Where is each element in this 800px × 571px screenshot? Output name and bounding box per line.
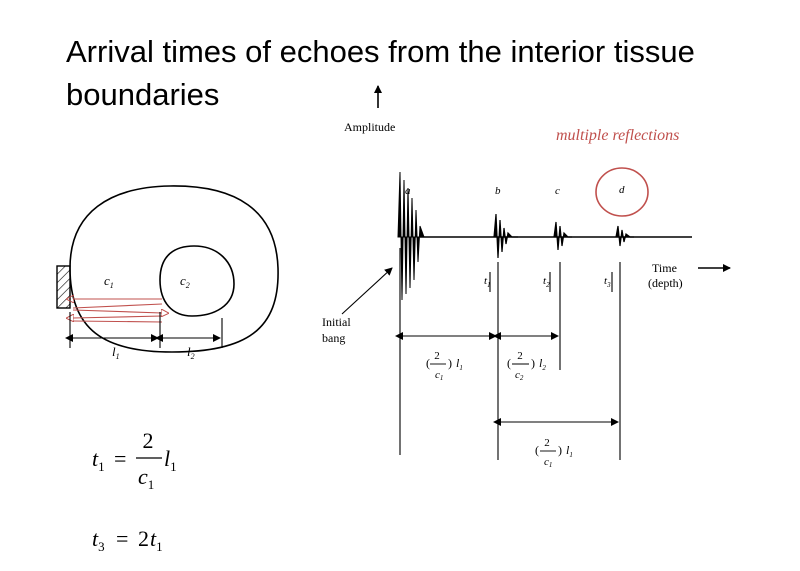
svg-text:2: 2 [138,526,149,551]
svg-text:l1: l1 [164,446,177,474]
length-dimensions [65,312,223,348]
interval-arrows [395,332,619,426]
body-outline [69,185,279,353]
svg-text:2: 2 [143,428,154,453]
inner-organ-outline [159,245,235,317]
svg-text:t1: t1 [92,446,105,474]
initial-bang-pointer [341,267,393,315]
svg-text:l1: l1 [566,443,573,459]
time-axis-sublabel: (depth) [648,276,683,290]
interval3-label: ( 2 c1 ) l1 [535,437,573,469]
medium2-label: c2 [180,273,190,290]
len1-label: l1 [112,344,120,361]
svg-text:): ) [531,356,535,370]
time-axis-label: Time [652,261,677,275]
svg-text:=: = [114,446,126,471]
initial-bang-label: Initial [322,315,351,329]
svg-text:): ) [448,356,452,370]
svg-text:2: 2 [434,350,440,362]
multiple-reflections-annotation: multiple reflections [556,127,679,144]
svg-text:l1: l1 [456,356,463,372]
equation-t3: t3 = 2 t1 [92,526,163,554]
pulse-label-a: a [405,185,411,197]
pulse-a [397,171,430,301]
svg-text:t1: t1 [150,526,163,554]
svg-text:2: 2 [517,350,523,362]
svg-text:c1: c1 [138,464,154,492]
pulse-label-b: b [495,185,501,197]
interval2-label: ( 2 c2 ) l2 [507,350,546,382]
svg-text:c1: c1 [544,456,552,469]
time-mark-lines [399,248,621,460]
pulse-d [615,225,634,247]
slide-title: Arrival times of echoes from the interio… [66,34,695,112]
pulse-label-c: c [555,185,560,197]
initial-bang-label-line2: bang [322,331,345,345]
reflection-d-highlight-circle [595,167,649,217]
svg-text:=: = [116,526,128,551]
len2-label: l2 [187,344,195,361]
svg-text:2: 2 [544,437,550,449]
pulse-c [553,221,572,251]
transducer [56,265,71,309]
echo-plot: Amplitude multiple reflections a b c d T… [322,85,731,469]
svg-text:t3: t3 [92,526,105,554]
equation-t1: t1 = 2 c1 l1 [92,428,177,492]
svg-text:l2: l2 [539,356,546,372]
medium1-label: c1 [104,273,114,290]
svg-text:(: ( [507,356,511,370]
interval1-label: ( 2 c1 ) l1 [426,350,463,382]
pulse-b [493,213,518,259]
time-mark-t3: t3 [604,275,611,289]
svg-text:): ) [558,443,562,457]
tissue-diagram: c1 c2 l1 l2 [56,185,279,361]
svg-text:c2: c2 [515,369,524,382]
svg-text:c1: c1 [435,369,443,382]
svg-text:(: ( [535,443,539,457]
time-mark-t1: t1 [484,275,491,289]
ultrasound-rays [73,299,162,323]
time-mark-t2: t2 [543,275,550,289]
pulse-label-d: d [619,184,625,196]
svg-text:(: ( [426,356,430,370]
amplitude-axis-label: Amplitude [344,120,395,134]
